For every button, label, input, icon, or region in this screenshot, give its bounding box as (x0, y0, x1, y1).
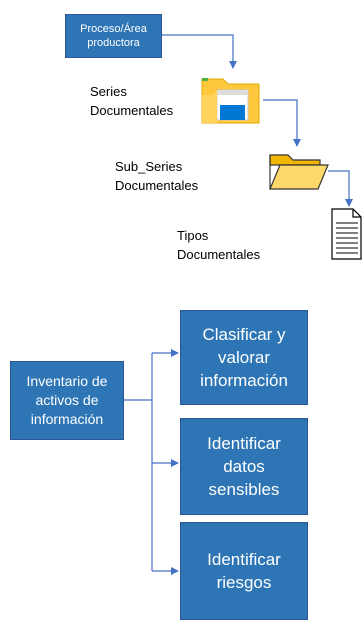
source-label: Inventario de activos de información (26, 373, 108, 427)
root-label: Proceso/Área productora (80, 23, 147, 49)
subseries-label: Sub_Series Documentales (115, 159, 199, 193)
target-box-3: Identificar riesgos (180, 522, 308, 620)
folder-with-document-icon (199, 71, 265, 132)
source-box: Inventario de activos de información (10, 361, 124, 440)
series-label: Series Documentales (90, 84, 174, 118)
target-box-2: Identificar datos sensibles (180, 418, 308, 515)
open-folder-icon (266, 149, 330, 196)
target-label-1: Clasificar y valorar información (200, 325, 288, 390)
target-label-2: Identificar datos sensibles (207, 434, 281, 499)
connector-source-trunk (124, 353, 153, 571)
arrow-root-to-series (162, 34, 237, 69)
root-box: Proceso/Área productora (65, 14, 162, 58)
document-icon (331, 208, 362, 265)
target-box-1: Clasificar y valorar información (180, 310, 308, 405)
tipos-label: Tipos Documentales (177, 228, 261, 262)
target-label-3: Identificar riesgos (207, 550, 281, 592)
arrow-series-to-subseries (263, 99, 301, 147)
arrow-subseries-to-tipos (328, 170, 353, 207)
